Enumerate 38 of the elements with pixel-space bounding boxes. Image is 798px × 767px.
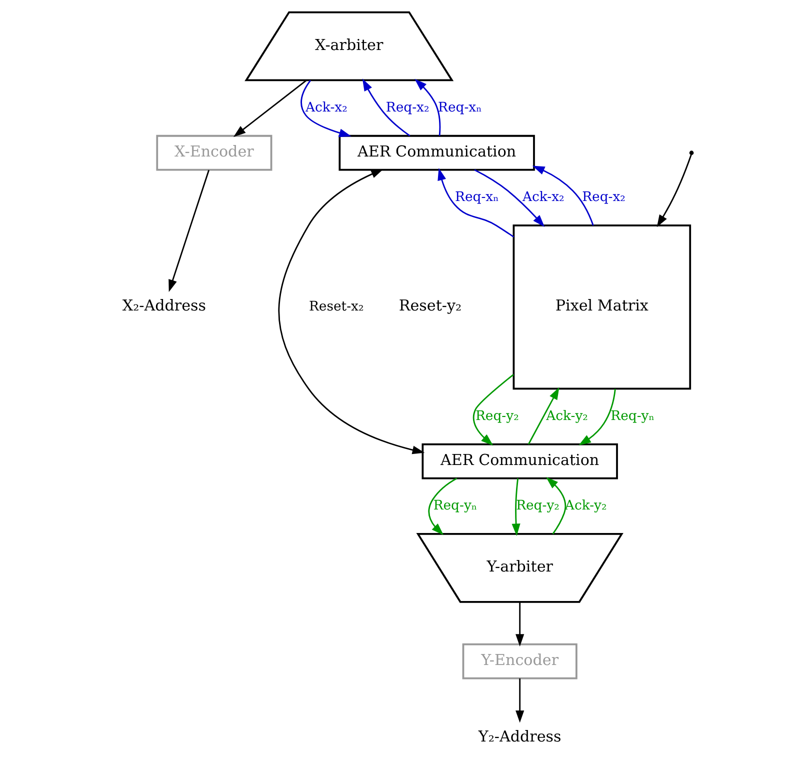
edge-label: Req-x₂ (386, 100, 430, 116)
node-box: Pixel Matrix (512, 224, 692, 390)
arrow (512, 478, 520, 536)
arrow (278, 169, 425, 454)
arrow (546, 477, 566, 534)
node-box: X-Encoder (156, 134, 272, 171)
arrow (532, 166, 594, 226)
edge-label: Reset-x₂ (308, 300, 364, 315)
label: Reset-y₂ (398, 296, 462, 315)
arrow (438, 168, 514, 238)
arrow (428, 478, 458, 536)
edge-label: Req-x₂ (582, 190, 626, 206)
arrow (474, 169, 545, 227)
arrow (516, 602, 524, 646)
arrow (300, 80, 352, 138)
arrow (656, 154, 692, 228)
node-text: Y₂-Address (478, 727, 562, 746)
edge-label: Req-xₙ (438, 100, 482, 116)
arrow (168, 170, 210, 292)
arrow (528, 387, 560, 445)
edge-label: Req-yₙ (433, 498, 478, 514)
arrow (414, 78, 441, 136)
arrow (233, 80, 307, 137)
edge-label: Req-xₙ (455, 190, 499, 206)
arrow (516, 678, 524, 723)
edge-label: Ack-x₂ (306, 100, 348, 116)
node-box: Y-Encoder (462, 643, 578, 680)
edge-label: Req-y₂ (516, 498, 560, 514)
arrow (362, 78, 410, 136)
edge-label: Req-y₂ (476, 409, 519, 424)
node-box: AER Communication (338, 134, 535, 171)
arrow (472, 374, 514, 446)
arrow (578, 388, 616, 446)
node-box: AER Communication (422, 443, 618, 480)
edge-label: Ack-x₂ (522, 190, 564, 206)
node-text: X₂-Address (122, 296, 206, 315)
edge-label: Ack-y₂ (546, 409, 588, 424)
edge-label: Req-yₙ (610, 409, 654, 424)
